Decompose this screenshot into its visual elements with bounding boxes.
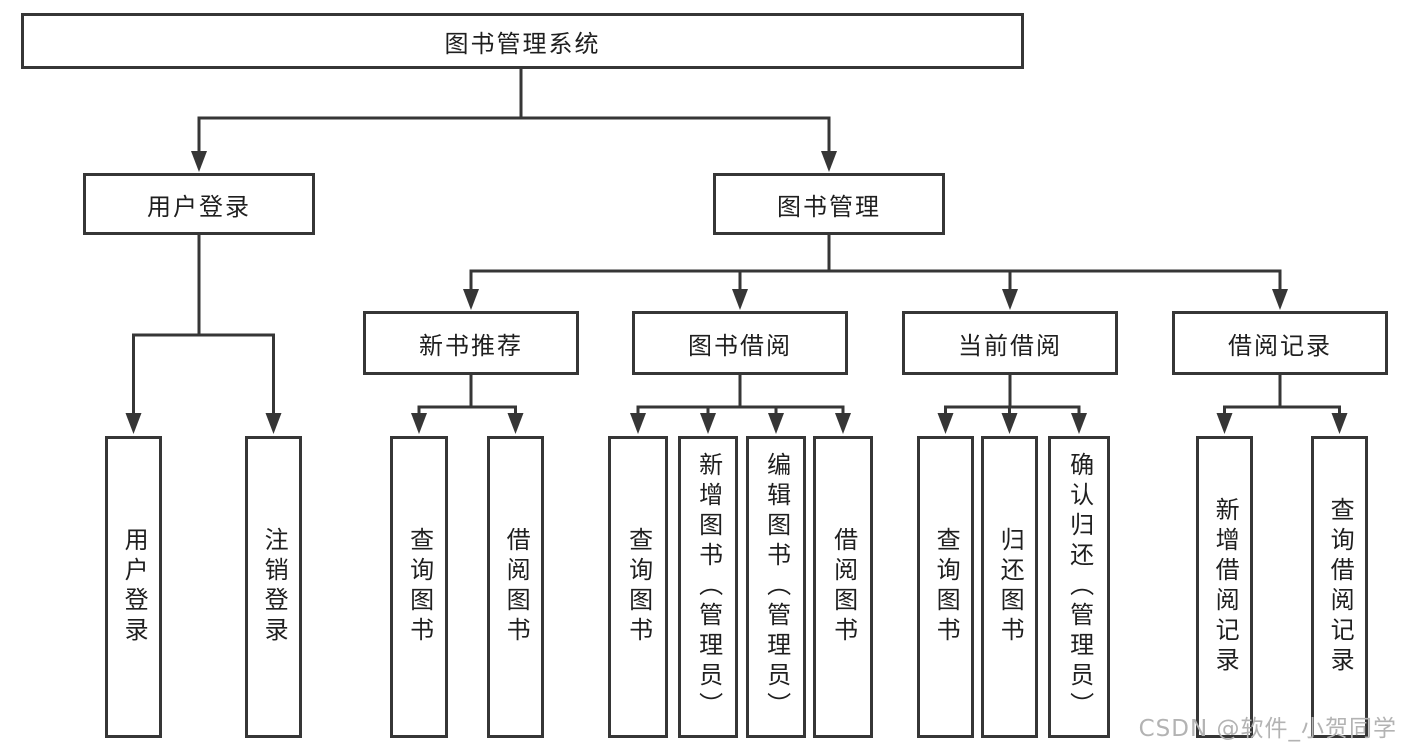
leaf-label: 用户登录 <box>120 527 149 647</box>
node-label: 图书管理系统 <box>444 29 601 58</box>
leaf-label: 确认归还（管理员） <box>1065 452 1094 722</box>
leaf-label: 借阅图书 <box>829 527 858 647</box>
node-library-management-system: 图书管理系统 <box>21 13 1024 69</box>
leaf-label: 编辑图书（管理员） <box>762 452 791 722</box>
leaf-borrowing-query-books: 查询图书 <box>608 436 668 738</box>
leaf-logout: 注销登录 <box>245 436 302 738</box>
leaf-recommend-borrow-books: 借阅图书 <box>487 436 544 738</box>
node-label: 当前借阅 <box>958 331 1062 360</box>
leaf-records-query-borrow-record: 查询借阅记录 <box>1311 436 1368 738</box>
leaf-label: 查询图书 <box>624 527 653 647</box>
leaf-borrowing-borrow-books: 借阅图书 <box>813 436 873 738</box>
node-label: 新书推荐 <box>419 331 523 360</box>
leaf-label: 查询借阅记录 <box>1326 497 1355 677</box>
leaf-borrowing-edit-books-admin: 编辑图书（管理员） <box>746 436 806 738</box>
node-current-borrowing: 当前借阅 <box>902 311 1118 375</box>
node-label: 用户登录 <box>147 192 251 221</box>
leaf-recommend-query-books: 查询图书 <box>390 436 448 738</box>
leaf-label: 新增图书（管理员） <box>694 452 723 722</box>
node-book-management: 图书管理 <box>713 173 945 235</box>
leaf-label: 借阅图书 <box>502 527 531 647</box>
node-new-book-recommendation: 新书推荐 <box>363 311 579 375</box>
leaf-current-confirm-return-admin: 确认归还（管理员） <box>1048 436 1110 738</box>
leaf-records-add-borrow-record: 新增借阅记录 <box>1196 436 1253 738</box>
leaf-label: 查询图书 <box>932 527 961 647</box>
leaf-current-return-books: 归还图书 <box>981 436 1038 738</box>
leaf-label: 查询图书 <box>405 527 434 647</box>
leaf-borrowing-add-books-admin: 新增图书（管理员） <box>678 436 738 738</box>
node-user-login: 用户登录 <box>83 173 315 235</box>
leaf-label: 新增借阅记录 <box>1211 497 1240 677</box>
node-borrowing-records: 借阅记录 <box>1172 311 1388 375</box>
node-book-borrowing: 图书借阅 <box>632 311 848 375</box>
leaf-user-login: 用户登录 <box>105 436 162 738</box>
leaf-label: 归还图书 <box>996 527 1025 647</box>
leaf-label: 注销登录 <box>260 527 289 647</box>
node-label: 借阅记录 <box>1228 331 1332 360</box>
node-label: 图书管理 <box>777 192 881 221</box>
leaf-current-query-books: 查询图书 <box>917 436 974 738</box>
node-label: 图书借阅 <box>688 331 792 360</box>
